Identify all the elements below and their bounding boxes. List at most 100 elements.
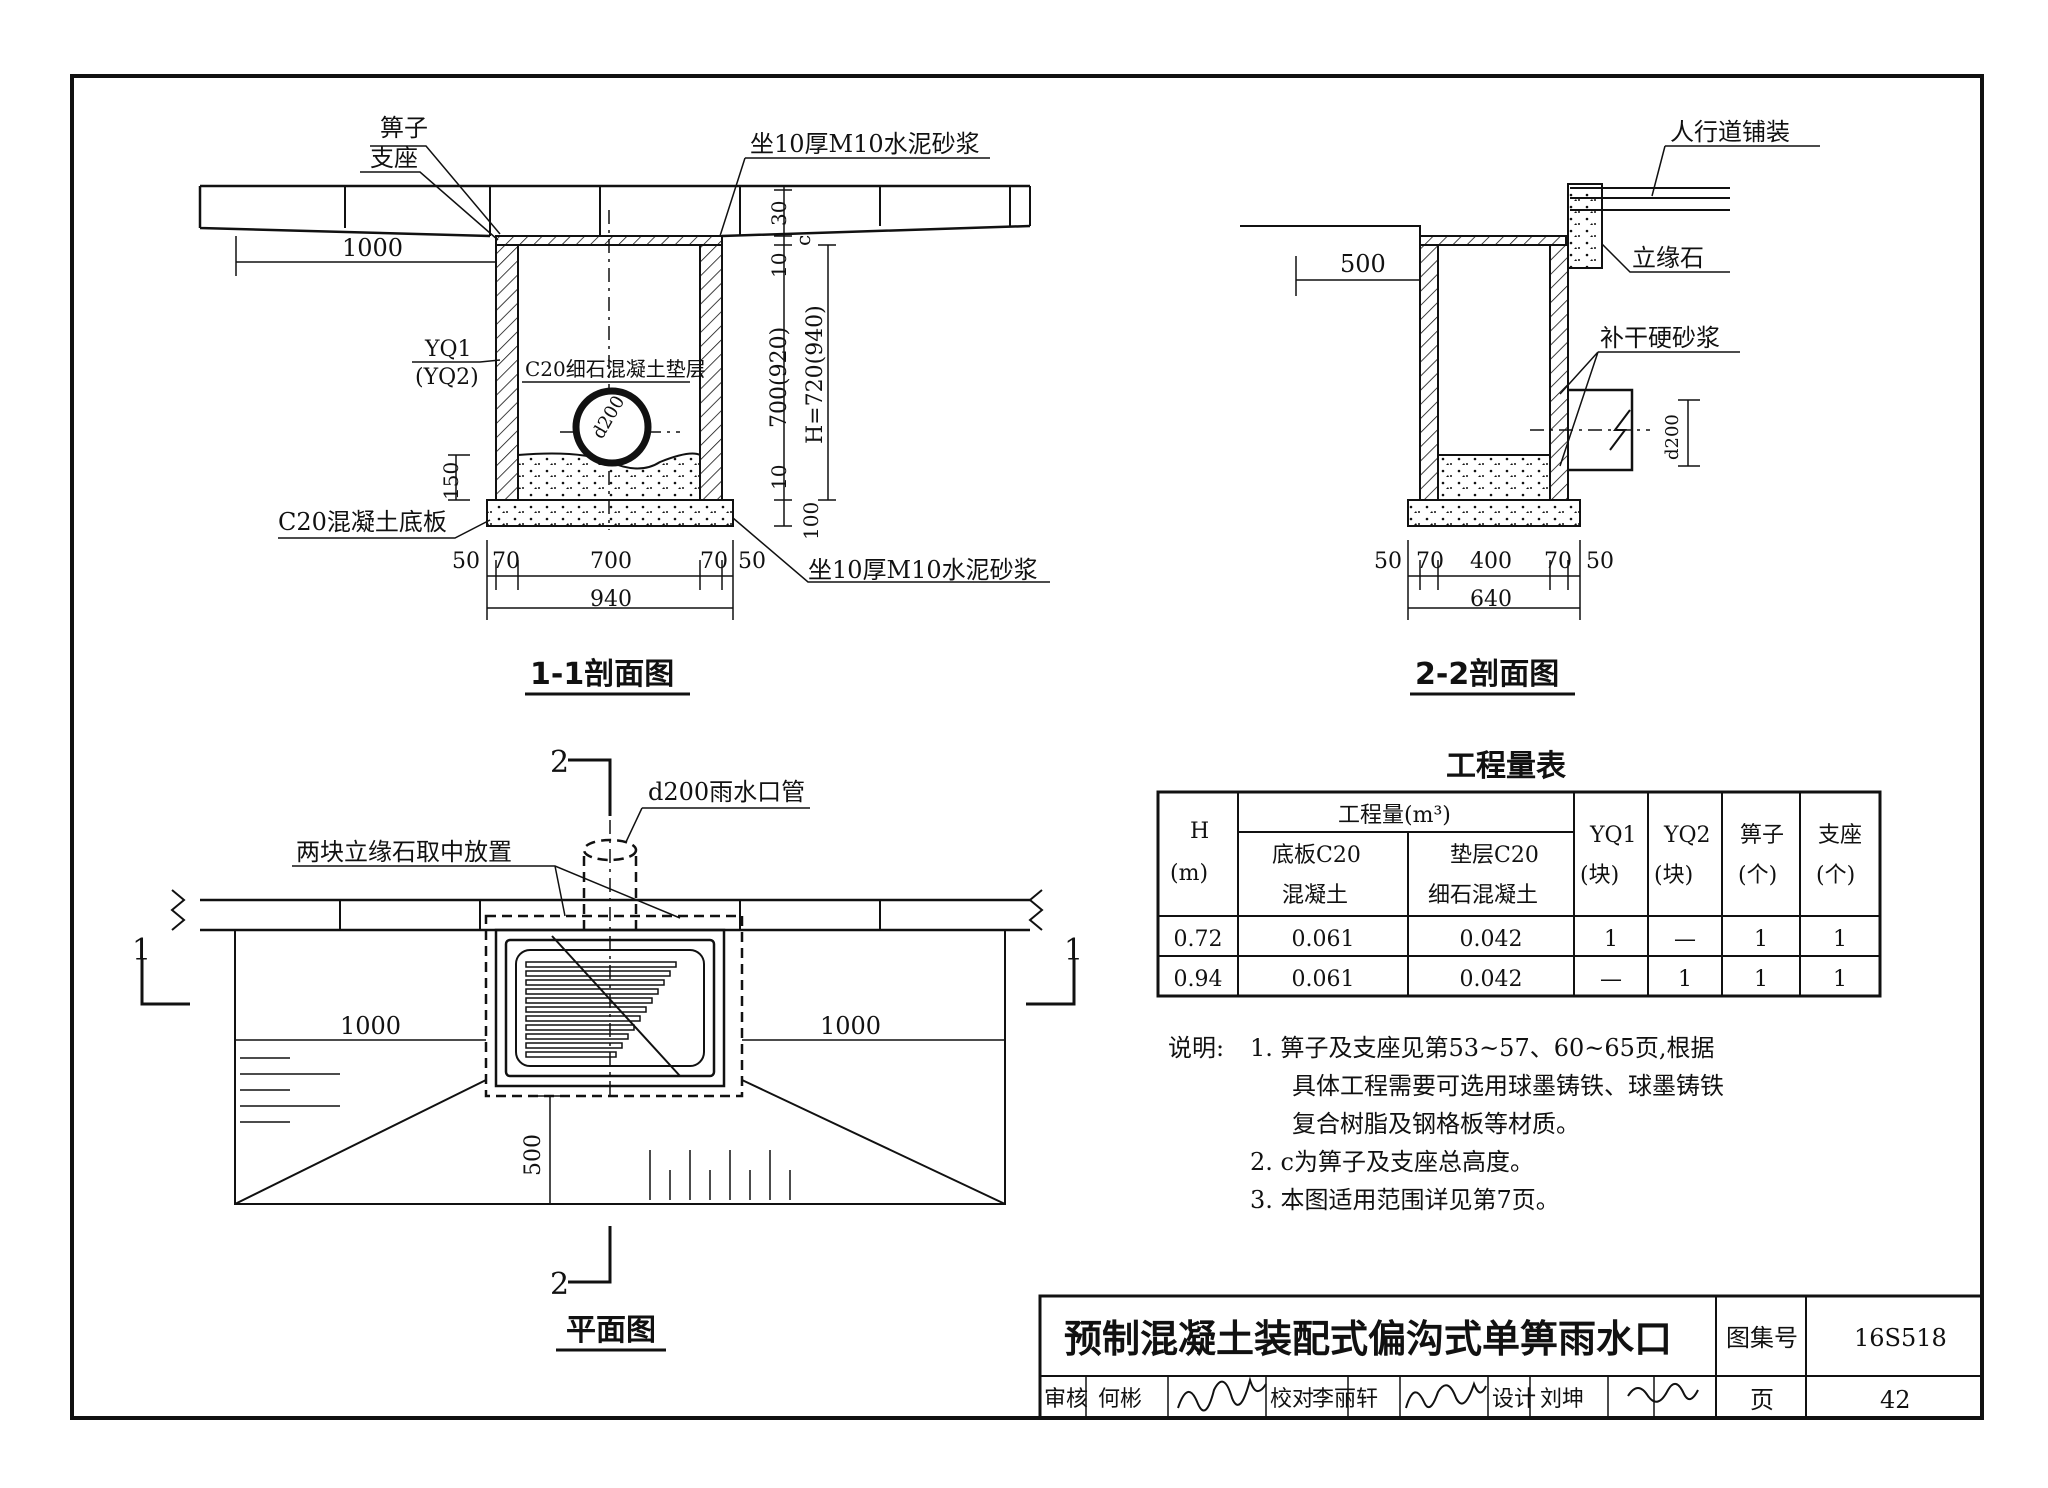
table-cell: — (1674, 927, 1696, 952)
sheet-border (70, 74, 1984, 1420)
grate-bar (525, 979, 665, 986)
title-block: 预制混凝土装配式偏沟式单箅雨水口 图集号 16S518 审核 何彬 校对 李丽轩… (1038, 1294, 1984, 1420)
section-2-2-title: 2-2剖面图 (1415, 657, 1559, 692)
atlas-label: 图集号 (1726, 1324, 1798, 1352)
note-3: 3. 本图适用范围详见第7页。 (1250, 1186, 1560, 1214)
grate-bar (525, 1033, 629, 1040)
dim-70-right: 70 (700, 549, 728, 574)
note-1c: 复合树脂及钢格板等材质。 (1292, 1110, 1580, 1138)
table-cell: 1 (1833, 967, 1847, 992)
dim-150: 150 (439, 462, 463, 500)
atlas-no: 16S518 (1854, 1324, 1947, 1352)
checker-signature (1405, 1381, 1487, 1409)
designer-name: 刘坤 (1540, 1387, 1584, 1412)
grate-unit: (个) (1738, 863, 1777, 888)
page-no: 42 (1880, 1386, 1911, 1414)
dim-70-right-2: 70 (1544, 549, 1572, 574)
table-cell: 0.72 (1174, 927, 1223, 952)
dim-500-plan: 500 (521, 1134, 546, 1176)
section-1-1: d200 箅子 支座 坐10厚M10水泥砂浆 1000 YQ1 (YQ2) C2… (198, 114, 1050, 696)
checker-name: 李丽轩 (1312, 1387, 1378, 1412)
drawing-title: 预制混凝土装配式偏沟式单箅雨水口 (1064, 1317, 1672, 1361)
yq1-head: YQ1 (1589, 823, 1637, 848)
grate-bar (525, 970, 671, 977)
dim-100: 100 (799, 502, 823, 540)
quantity-table: 工程量表 H (m) 工程量(m³) 底板C20 混凝土 垫层C20 细石混凝土… (1156, 749, 1882, 998)
dim-700-920: 700(920) (767, 327, 792, 428)
table-cell: 1 (1604, 927, 1618, 952)
base-head-2: 混凝土 (1282, 883, 1348, 908)
cut-2-top: 2 (550, 745, 569, 780)
note-2: 2. c为箅子及支座总高度。 (1250, 1148, 1534, 1176)
h-unit: (m) (1170, 861, 1208, 886)
table-cell: 0.042 (1460, 927, 1523, 952)
notes: 说明: 1. 箅子及支座见第53~57、60~65页,根据 具体工程需要可选用球… (1168, 1034, 1724, 1214)
cushion-head-1: 垫层C20 (1450, 843, 1539, 868)
dim-50-right-2: 50 (1586, 549, 1614, 574)
dim-640: 640 (1470, 587, 1512, 612)
reviewer-name: 何彬 (1098, 1387, 1142, 1412)
dim-H: H=720(940) (803, 305, 828, 444)
dim-940: 940 (590, 587, 632, 612)
check-label: 校对 (1270, 1387, 1314, 1412)
group-head: 工程量(m³) (1338, 803, 1451, 828)
table-title: 工程量表 (1446, 749, 1566, 784)
section-1-1-title: 1-1剖面图 (530, 657, 674, 692)
dim-500: 500 (1340, 250, 1386, 278)
mortar-bottom-label: 坐10厚M10水泥砂浆 (808, 556, 1038, 584)
pipe-label: d200雨水口管 (648, 778, 805, 806)
plan-view: d200雨水口管 两块立缘石取中放置 2 2 1 1 1000 1000 500… (132, 745, 1083, 1352)
dim-70-left-2: 70 (1416, 549, 1444, 574)
base-label: C20混凝土底板 (278, 508, 447, 536)
grate-bar (525, 1042, 623, 1049)
yq2-head: YQ2 (1663, 823, 1711, 848)
cut-1-right: 1 (1064, 933, 1083, 968)
designer-signature (1627, 1383, 1699, 1403)
grate-bar (525, 1015, 641, 1022)
paving-label: 人行道铺装 (1670, 118, 1790, 146)
table-cell: — (1600, 967, 1622, 992)
cushion-label: C20细石混凝土垫层 (525, 357, 706, 381)
seat-label: 支座 (370, 144, 418, 172)
cut-2-bottom: 2 (550, 1267, 569, 1302)
grate-head: 箅子 (1740, 823, 1784, 848)
dry-mortar-label: 补干硬砂浆 (1600, 324, 1720, 352)
dim-1000: 1000 (342, 234, 403, 262)
section-2-2: 人行道铺装 立缘石 补干硬砂浆 500 d200 50 70 400 70 50… (1240, 118, 1820, 696)
note-1: 1. 箅子及支座见第53~57、60~65页,根据 (1250, 1034, 1715, 1062)
seat-unit: (个) (1816, 863, 1855, 888)
table-cell: 0.94 (1174, 967, 1223, 992)
design-label: 设计 (1492, 1387, 1536, 1412)
grate-bars (525, 961, 677, 1058)
grate-bar (525, 961, 677, 968)
table-cell: 1 (1754, 967, 1768, 992)
yq1-unit: (块) (1580, 863, 1619, 888)
note-1b: 具体工程需要可选用球墨铸铁、球墨铸铁 (1292, 1072, 1724, 1100)
grate-bar (525, 997, 653, 1004)
table-cell: 1 (1833, 927, 1847, 952)
review-label: 审核 (1044, 1387, 1088, 1412)
dim-700-width: 700 (590, 549, 632, 574)
dim-50-left-2: 50 (1374, 549, 1402, 574)
dim-10-top: 10 (767, 253, 791, 278)
page-label: 页 (1750, 1386, 1774, 1414)
dim-1000-left: 1000 (340, 1012, 401, 1040)
table-cell: 0.061 (1292, 927, 1355, 952)
notes-label: 说明: (1168, 1034, 1224, 1062)
reviewer-signature (1177, 1376, 1267, 1412)
curb-label: 立缘石 (1632, 244, 1704, 272)
base-head-1: 底板C20 (1272, 843, 1361, 868)
cushion-head-2: 细石混凝土 (1428, 883, 1538, 908)
dim-70-left: 70 (492, 549, 520, 574)
dim-400: 400 (1470, 549, 1512, 574)
yq2-label: (YQ2) (415, 365, 479, 390)
grate-label: 箅子 (380, 114, 428, 142)
table-cell: 1 (1754, 927, 1768, 952)
dim-1000-right: 1000 (820, 1012, 881, 1040)
table-cell: 1 (1678, 967, 1692, 992)
plan-title: 平面图 (566, 1313, 656, 1348)
cut-1-left: 1 (132, 933, 151, 968)
table-cell: 0.042 (1460, 967, 1523, 992)
grate-bar (525, 1006, 647, 1013)
